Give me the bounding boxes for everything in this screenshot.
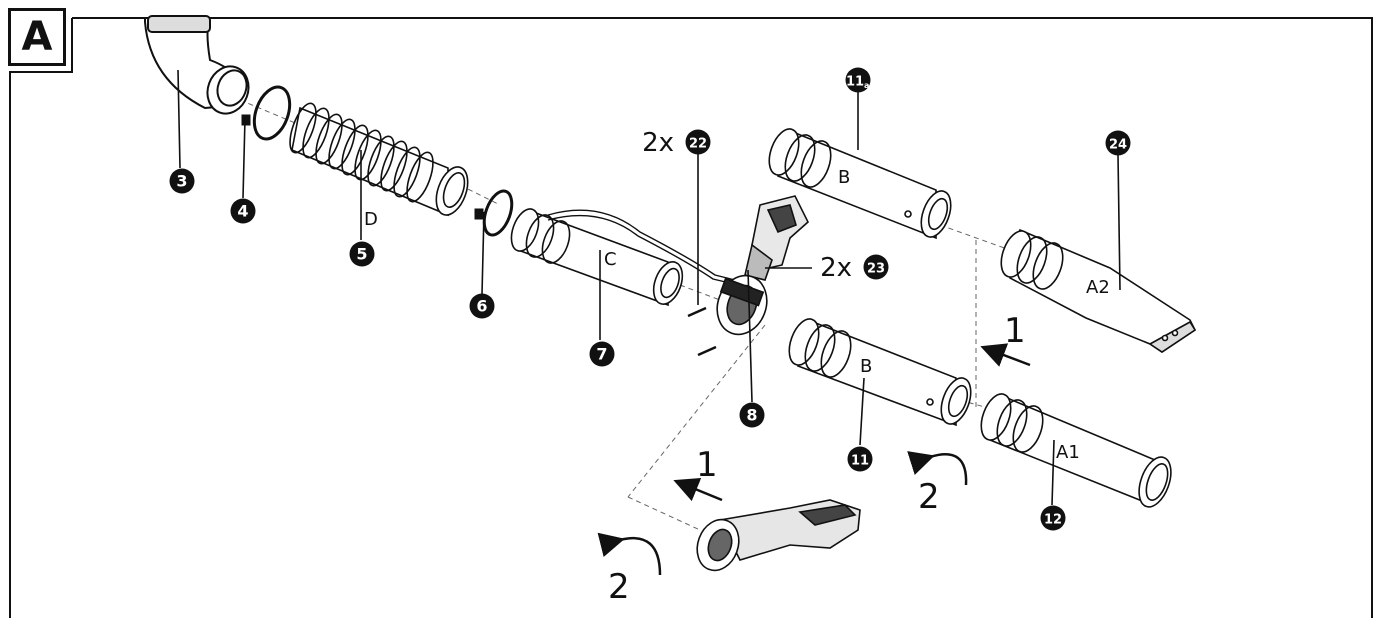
screws-22 bbox=[687, 306, 717, 357]
callout-circle bbox=[1040, 505, 1066, 531]
callout-p11: 11 bbox=[847, 446, 873, 472]
callout-p12: 12 bbox=[1040, 505, 1066, 531]
callout-p6: 6 bbox=[469, 293, 495, 319]
callout-number: 11 bbox=[846, 75, 864, 90]
callout-p3: 3 bbox=[169, 168, 195, 194]
panel-label: A bbox=[8, 8, 66, 66]
step-number-1-right: 1 bbox=[1004, 311, 1026, 351]
tube-letter-b-lower: B bbox=[860, 356, 872, 377]
callout-circle bbox=[847, 446, 873, 472]
callout-p5: 5 bbox=[349, 241, 375, 267]
callout-number: 11 bbox=[851, 454, 869, 469]
callout-circle bbox=[739, 402, 765, 428]
callout-p22: 2x 22 bbox=[642, 128, 711, 158]
tube-letter-a2: A2 bbox=[1086, 277, 1110, 298]
callout-number: 24 bbox=[1109, 138, 1127, 153]
tube-letter-d: D bbox=[364, 209, 378, 230]
assembly-axis-lines bbox=[239, 99, 1011, 531]
callout-number: 3 bbox=[176, 172, 187, 191]
tube-letter-c: C bbox=[604, 249, 617, 270]
callout-p4: 4 bbox=[230, 198, 256, 224]
nozzle-a1 bbox=[980, 393, 1172, 508]
callout-circle bbox=[169, 168, 195, 194]
callout-circle bbox=[845, 67, 871, 93]
callout-p8: 8 bbox=[739, 402, 765, 428]
callout-circle bbox=[469, 293, 495, 319]
lower-handle bbox=[696, 499, 861, 572]
leader-lines bbox=[177, 69, 1121, 506]
tube-letter-b-upper: B bbox=[838, 167, 850, 188]
flex-hose bbox=[289, 102, 469, 217]
nozzle-a2 bbox=[1000, 228, 1197, 353]
clamp-ring-4 bbox=[241, 85, 292, 141]
callout-number: 12 bbox=[1044, 513, 1062, 528]
step-number-2-left: 2 bbox=[608, 567, 630, 607]
clamp-ring-6 bbox=[474, 189, 514, 237]
tube-b-lower bbox=[788, 318, 972, 427]
step-number-1-left: 1 bbox=[696, 445, 718, 485]
callout-circle bbox=[349, 241, 375, 267]
callout-circle bbox=[863, 254, 889, 280]
callout-number: 22 bbox=[689, 137, 707, 152]
tube-b-upper bbox=[768, 128, 952, 240]
callout-prefix: 2x bbox=[642, 128, 674, 158]
tube-letter-a1: A1 bbox=[1056, 442, 1080, 463]
tube-c bbox=[510, 208, 756, 307]
step-number-2-right: 2 bbox=[918, 477, 940, 517]
callout-number: 7 bbox=[596, 345, 607, 364]
callout-p7: 7 bbox=[589, 341, 615, 367]
callout-prefix: 2x bbox=[820, 253, 852, 283]
callout-number: 5 bbox=[356, 245, 367, 264]
elbow-connector bbox=[144, 15, 250, 115]
callout-number: 23 bbox=[867, 262, 885, 277]
callout-p24: 24 bbox=[1105, 130, 1131, 156]
callout-suffix: a bbox=[864, 81, 869, 90]
callout-circle bbox=[1105, 130, 1131, 156]
figure-frame bbox=[9, 17, 1373, 618]
callout-circle bbox=[589, 341, 615, 367]
callout-number: 6 bbox=[476, 297, 487, 316]
callout-circle bbox=[685, 129, 711, 155]
handle-assembly bbox=[716, 195, 809, 336]
callout-p23: 2x 23 bbox=[820, 253, 889, 283]
callout-number: 4 bbox=[237, 202, 248, 221]
callout-number: 8 bbox=[746, 406, 757, 425]
callout-circle bbox=[230, 198, 256, 224]
step-arrows bbox=[597, 343, 1031, 576]
